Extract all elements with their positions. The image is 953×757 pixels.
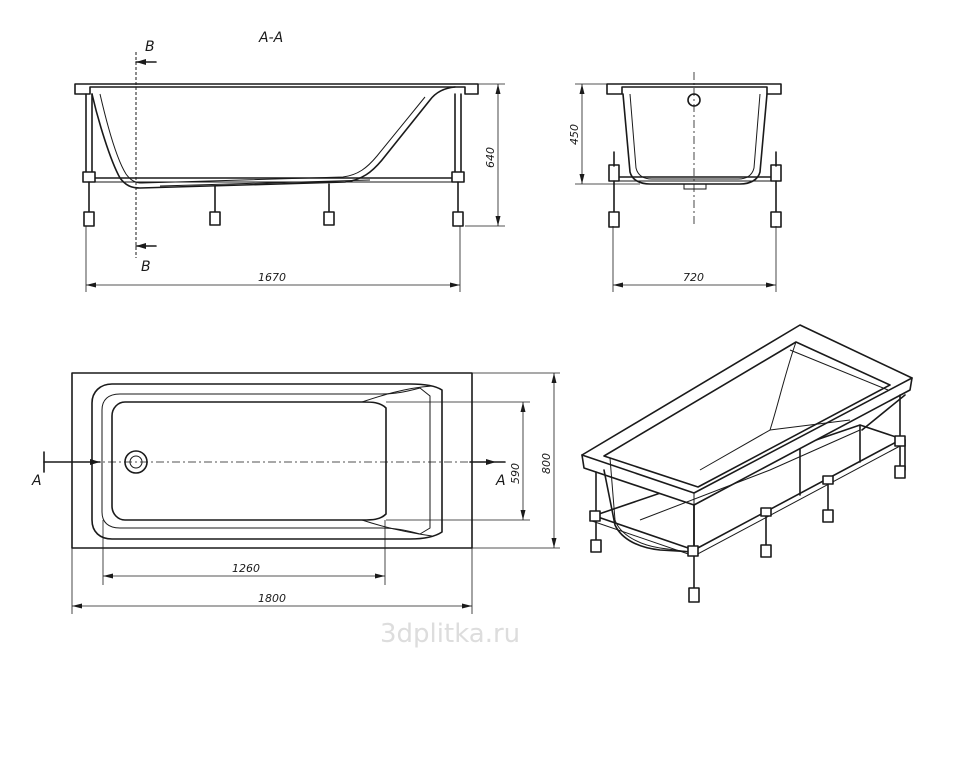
end-view: 720 450 <box>568 72 782 292</box>
side-leg-mid-2 <box>323 183 335 226</box>
dim-end-height: 450 <box>568 124 581 145</box>
side-leg-mid-1 <box>209 185 221 226</box>
section-b-label-bottom: B <box>141 259 151 275</box>
section-a-label-right: A <box>495 473 506 489</box>
dim-end-width: 720 <box>683 271 704 284</box>
side-leg-right <box>451 171 465 227</box>
section-b-label-top: B <box>145 39 155 55</box>
side-section-view: B B A-A 1670 640 <box>74 30 505 292</box>
dim-plan-inner-width: 590 <box>509 463 522 484</box>
dim-plan-total-length: 1800 <box>258 592 286 605</box>
dim-side-height: 640 <box>484 147 497 168</box>
dim-plan-total-width: 800 <box>540 453 553 474</box>
plan-view: A A 1260 1800 590 800 <box>31 372 560 614</box>
dim-side-length: 1670 <box>258 271 286 284</box>
section-title: A-A <box>258 30 283 46</box>
side-leg-left <box>82 171 96 227</box>
section-a-label-left: A <box>31 473 42 489</box>
watermark: 3dplitka.ru <box>380 619 520 649</box>
end-leg-right <box>770 151 782 228</box>
isometric-view <box>581 324 913 603</box>
dim-plan-inner-length: 1260 <box>232 562 260 575</box>
end-leg-left <box>608 151 620 228</box>
